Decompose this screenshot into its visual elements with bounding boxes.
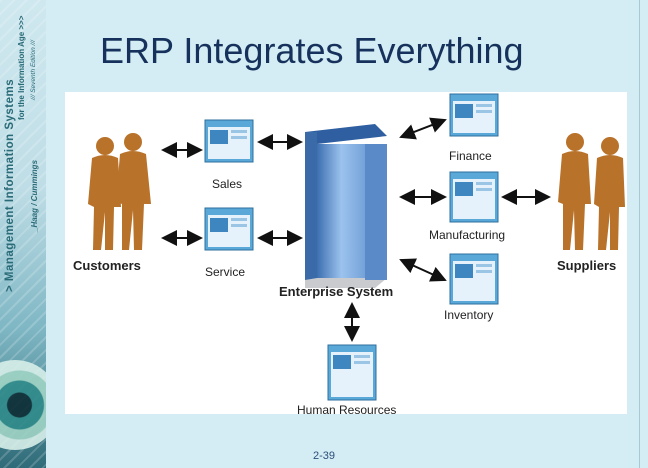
inventory-window: [449, 253, 499, 305]
book-edition: /// Seventh Edition ///: [30, 40, 37, 100]
enterprise-system-label: Enterprise System: [279, 284, 394, 299]
eye-graphic: [0, 360, 46, 450]
human-resources-label: Human Resources: [297, 403, 397, 417]
erp-diagram: Customers Suppliers Sales Service Enterp…: [65, 92, 627, 417]
customers-figures: [88, 133, 151, 250]
sales-label: Sales: [212, 177, 243, 191]
book-title: > Management Information Systems: [4, 78, 16, 292]
manufacturing-window: [449, 171, 499, 223]
suppliers-figures: [558, 133, 625, 250]
server-icon: [305, 124, 387, 288]
connection-arrows: [161, 117, 551, 342]
diagram-graphics: [88, 93, 625, 401]
hr-window: [327, 344, 377, 401]
sales-window: [204, 119, 254, 163]
sidebar-banner: > Management Information Systems for the…: [0, 0, 46, 468]
slide-title: ERP Integrates Everything: [100, 30, 524, 71]
service-label: Service: [205, 265, 246, 279]
manufacturing-label: Manufacturing: [429, 228, 506, 242]
right-divider: [639, 0, 640, 468]
finance-window: [449, 93, 499, 137]
module-windows: [204, 93, 499, 401]
book-authors: _Haag / Cummings: [30, 159, 39, 232]
suppliers-label: Suppliers: [557, 258, 617, 273]
finance-label: Finance: [449, 149, 492, 163]
inventory-label: Inventory: [444, 308, 494, 322]
page-number: 2-39: [313, 450, 336, 462]
service-window: [204, 207, 254, 251]
customers-label: Customers: [73, 258, 141, 273]
book-subtitle: for the Information Age >>>: [17, 15, 26, 120]
